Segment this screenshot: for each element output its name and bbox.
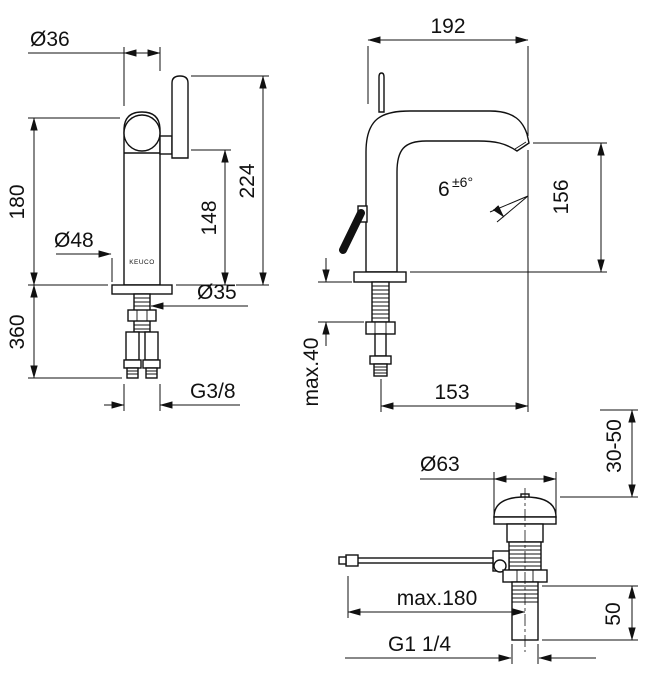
dim-label: Ø35 bbox=[197, 281, 237, 304]
dim-label: 148 bbox=[198, 200, 221, 235]
dim-label: G1 1/4 bbox=[388, 633, 451, 656]
dim-drain-outlet-height: 50 bbox=[542, 585, 638, 641]
aerator-line bbox=[514, 141, 527, 150]
angle-arc bbox=[492, 205, 505, 218]
supply-hose-right bbox=[144, 331, 159, 361]
dim-front-connection-thread: G3/8 bbox=[104, 380, 240, 411]
dim-front-total-height: 224 bbox=[191, 75, 269, 286]
dim-label-tolerance: ±6° bbox=[452, 174, 473, 190]
extension-line bbox=[410, 142, 607, 273]
side-view: 192 6 ±6° 156 max.40 153 bbox=[300, 15, 607, 412]
extension-line bbox=[511, 644, 539, 664]
dim-label: G3/8 bbox=[190, 380, 236, 403]
extension-line bbox=[28, 117, 120, 286]
dim-label: Ø48 bbox=[54, 229, 94, 252]
drain-nut-facets bbox=[516, 570, 534, 582]
dim-front-base-diameter: Ø48 bbox=[54, 229, 113, 282]
hose-thread-lines-side bbox=[374, 366, 387, 374]
base-flange bbox=[111, 284, 173, 295]
dim-drain-flange-diameter: Ø63 bbox=[420, 453, 557, 514]
dim-label: Ø36 bbox=[30, 28, 70, 51]
dim-label: 6 bbox=[438, 178, 450, 201]
supply-hose-side bbox=[374, 333, 387, 357]
dim-front-height-180: 180 bbox=[6, 117, 120, 286]
mounting-nut bbox=[127, 309, 157, 322]
dim-side-depth: 192 bbox=[367, 15, 529, 136]
mounting-nut-side bbox=[365, 321, 396, 335]
rod-end-tip bbox=[338, 556, 347, 565]
extension-line bbox=[123, 47, 161, 106]
nut-facets bbox=[136, 310, 148, 321]
faucet-body bbox=[123, 111, 161, 286]
shank-threads bbox=[134, 297, 150, 330]
hose-connector-right bbox=[142, 359, 161, 369]
dim-label: 156 bbox=[550, 179, 573, 214]
dim-label: Ø63 bbox=[420, 453, 460, 476]
dim-label: 192 bbox=[430, 15, 465, 38]
dim-label: 180 bbox=[6, 184, 29, 219]
rod-joint-ball bbox=[493, 559, 507, 573]
dim-drain-thread: G1 1/4 bbox=[345, 633, 596, 664]
extension-line bbox=[560, 409, 638, 498]
dim-front-hose-length: 360 bbox=[6, 284, 122, 379]
dim-label: max.180 bbox=[397, 587, 478, 610]
nut-facets-side bbox=[374, 322, 387, 334]
handle-lever bbox=[171, 75, 189, 159]
hose-connector-side bbox=[369, 355, 392, 365]
dim-label: 153 bbox=[434, 381, 469, 404]
dim-label: max.40 bbox=[300, 338, 323, 407]
extension-line bbox=[367, 46, 529, 136]
dim-side-spout-angle: 6 ±6° bbox=[438, 174, 529, 223]
extension-line bbox=[542, 585, 638, 641]
dim-front-outlet-height: 148 bbox=[176, 149, 231, 286]
spout-joint bbox=[123, 114, 161, 152]
side-lever bbox=[339, 209, 365, 254]
angle-leg-line bbox=[489, 195, 529, 223]
dim-label: 50 bbox=[602, 602, 625, 625]
dim-drain-rod-length: max.180 bbox=[347, 576, 526, 618]
dim-label: 224 bbox=[236, 163, 259, 198]
base-flange-side bbox=[353, 271, 407, 283]
dim-side-deck-thickness: max.40 bbox=[300, 258, 364, 406]
rod-end-fitting bbox=[345, 554, 359, 567]
dim-drain-adjust-range: 30-50 bbox=[560, 409, 638, 498]
front-view: KEUCO Ø36 180 bbox=[6, 28, 269, 411]
handle-hub bbox=[159, 135, 173, 155]
hose-thread-lines bbox=[127, 370, 157, 375]
dim-side-projection: 153 bbox=[380, 150, 529, 412]
dim-front-spout-diameter: Ø36 bbox=[28, 28, 161, 106]
hose-connector-left bbox=[123, 359, 142, 369]
dim-label: 360 bbox=[6, 314, 29, 349]
hose-thread-left bbox=[126, 367, 139, 379]
dim-front-hole-diameter: Ø35 bbox=[150, 281, 248, 310]
faucet-side-profile bbox=[365, 110, 530, 273]
handle-rod bbox=[378, 72, 385, 113]
dim-label: 30-50 bbox=[603, 419, 626, 473]
supply-hose-left bbox=[125, 331, 140, 361]
extension-line bbox=[318, 281, 364, 323]
pop-up-rod bbox=[355, 557, 494, 564]
brand-label: KEUCO bbox=[129, 259, 155, 266]
dim-side-outlet-height: 156 bbox=[410, 142, 607, 273]
hose-thread-right bbox=[145, 367, 158, 379]
extension-line bbox=[123, 384, 161, 411]
shank-threads-side bbox=[372, 285, 389, 319]
drain-view: Ø63 30-50 max.180 50 G1 1/4 bbox=[338, 409, 638, 664]
